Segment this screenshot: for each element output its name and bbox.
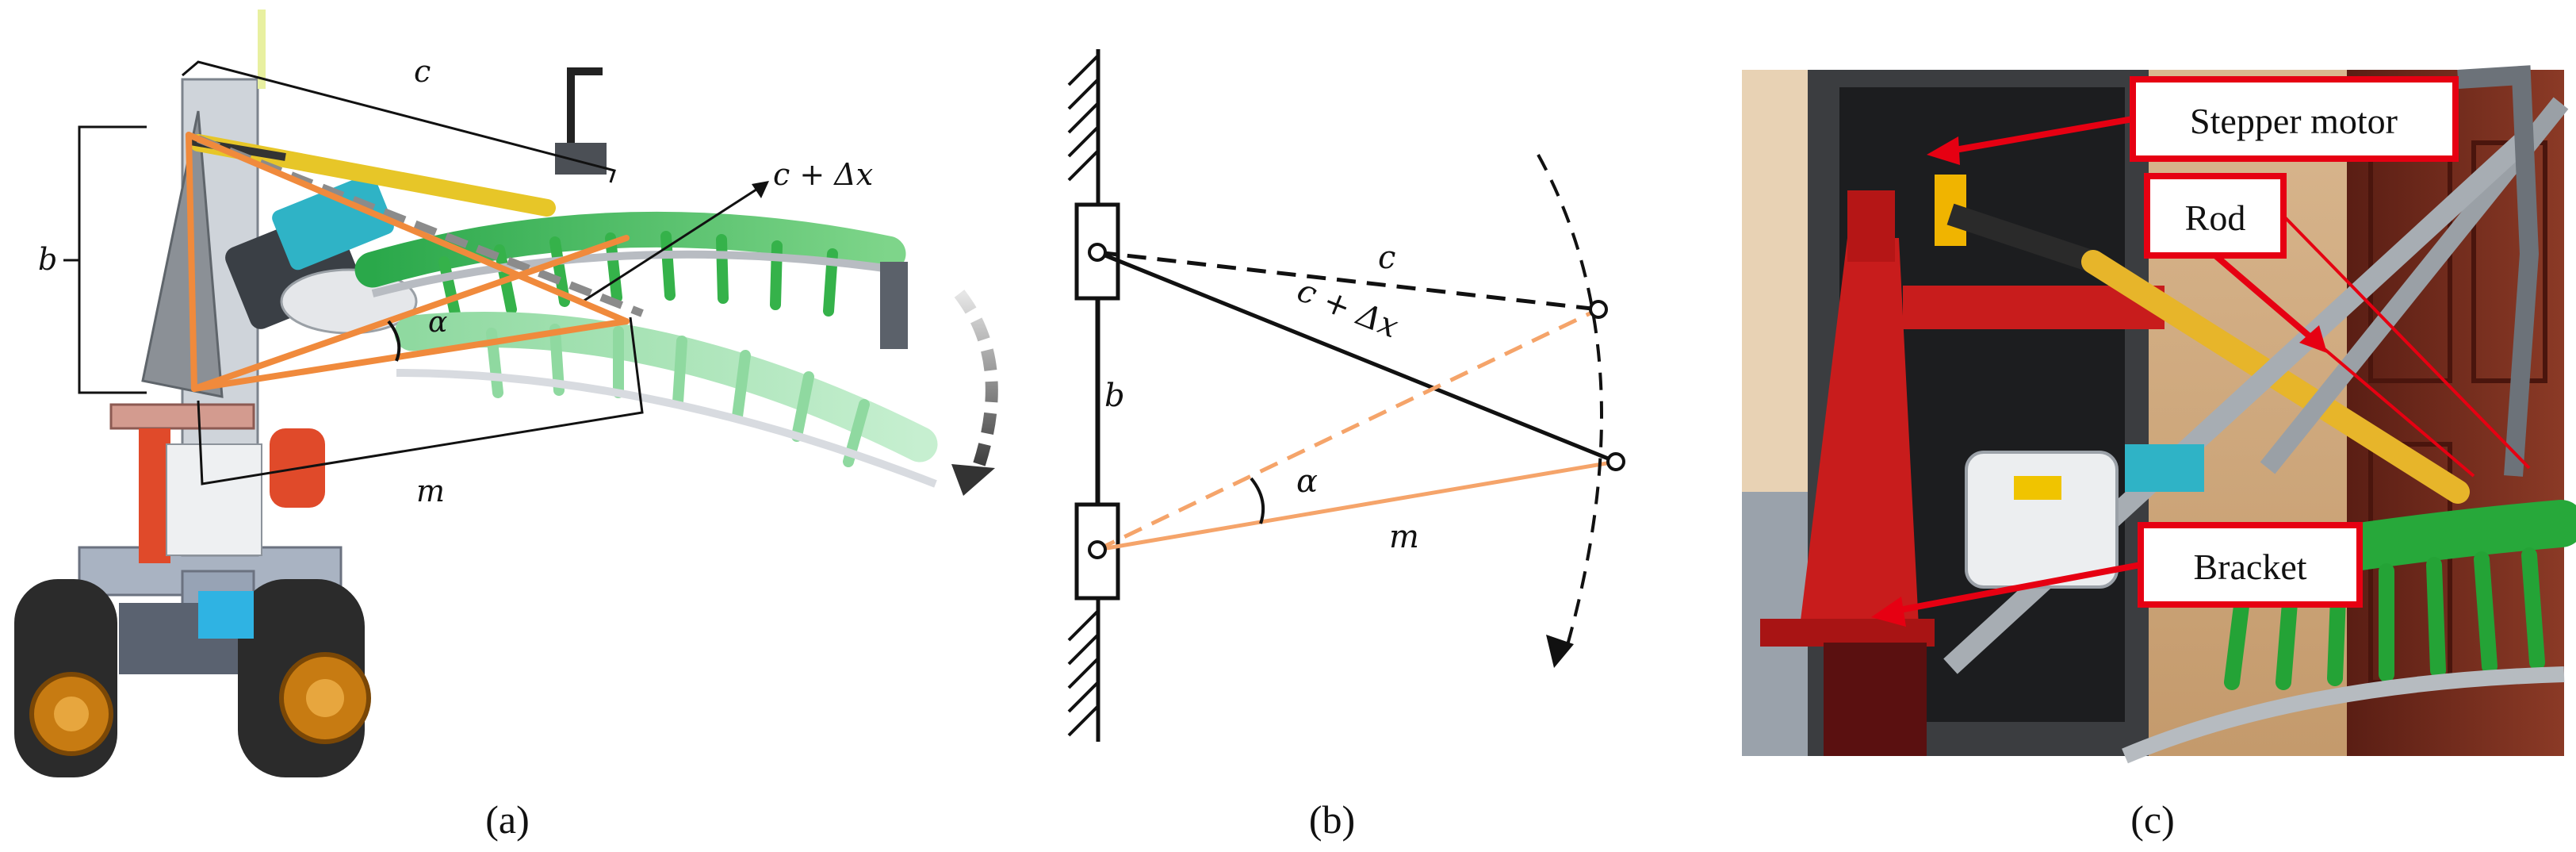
alpha-arc-a [387,320,401,362]
caption-a: (a) [485,797,530,842]
callout-bracket: Bracket [1871,522,2363,627]
rotation-arrowhead [951,464,995,496]
callout-rod-text: Rod [2185,198,2246,238]
orange-triangle [186,132,630,392]
pivot-cdx-end [1606,452,1625,471]
panel-c: Stepper motor Rod Bracket (c) [1742,65,2576,842]
caption-b: (b) [1309,797,1355,842]
c-dx-arrowhead [752,181,769,198]
wall-hatch-top [1067,54,1100,182]
alpha-arc-b [1250,477,1265,524]
spray-arm-lower [394,312,938,488]
annotation-lines [63,60,762,485]
label-b-b: b [1104,378,1125,414]
wall-hatch-bottom [1067,609,1100,737]
rotation-arrow [954,290,998,478]
pivot-c-end [1589,300,1608,319]
label-m-b: m [1389,519,1419,555]
engine [225,174,418,335]
label-c-dx-a: c + Δx [773,157,873,192]
callout-rod: Rod [2144,173,2531,478]
label-alpha-b: α [1296,463,1318,500]
link-c [1097,250,1599,312]
pivot-bottom [1088,540,1107,559]
label-c-dx-b: c + Δx [1292,272,1403,345]
label-c-a: c [414,54,431,89]
callout-stepper-motor: Stepper motor [1927,76,2459,165]
motion-arrowhead [1546,635,1574,668]
link-m [1097,459,1617,552]
callout-bracket-text: Bracket [2193,547,2306,587]
crawler-base [14,546,371,777]
label-m-a: m [416,474,445,509]
callout-stepper-motor-text: Stepper motor [2190,101,2398,141]
panel-b: c c + Δx b α m (b) [1067,49,1625,842]
link-c-dx [1097,250,1617,464]
motion-arc [1537,154,1603,651]
label-alpha-a: α [428,306,447,339]
label-b-a: b [38,242,57,277]
pivot-top [1088,243,1107,262]
panel-a: c c + Δx b α m (a) [14,10,998,842]
label-c-b: c [1378,240,1395,276]
caption-c: (c) [2130,797,2175,842]
link-m-dashed [1096,307,1600,552]
